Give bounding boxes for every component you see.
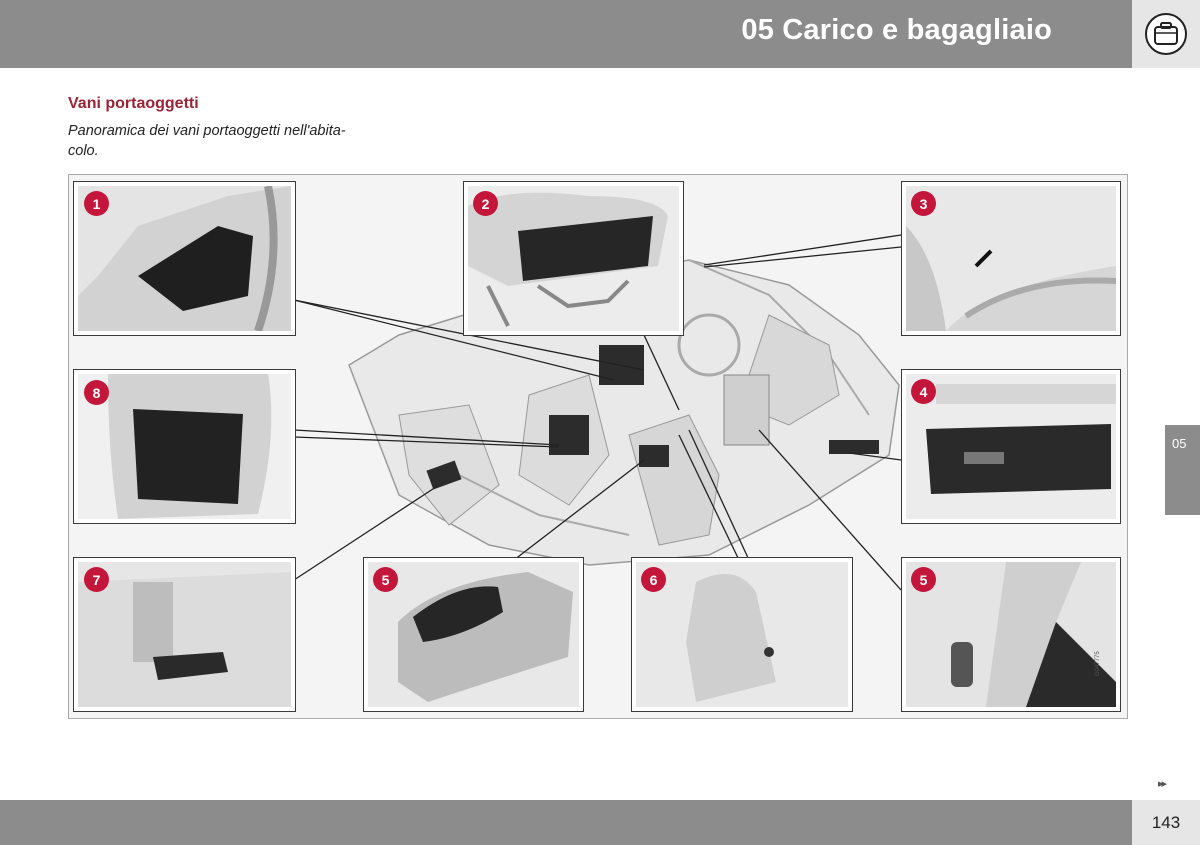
next-page-indicator: ▸▸: [1158, 778, 1167, 790]
front-armrest-illustration: [368, 562, 579, 707]
panel-glovebox: [901, 369, 1121, 524]
suitcase-icon: [1145, 13, 1187, 55]
seat-side-illustration: [636, 562, 848, 707]
storage-overview-figure: 1 2 3 8: [68, 174, 1128, 719]
badge-3: 3: [911, 191, 936, 216]
panel-seat-side: [631, 557, 853, 712]
badge-7: 7: [84, 567, 109, 592]
seat-pocket-illustration: [468, 186, 679, 331]
chapter-tab-label: 05: [1172, 436, 1187, 451]
panel-front-armrest: [363, 557, 584, 712]
car-interior-illustration: [348, 259, 900, 566]
badge-8: 8: [84, 380, 109, 405]
panel-ticket-holder: [901, 181, 1121, 336]
chapter-icon-box: [1132, 0, 1200, 68]
rear-armrest-illustration: [78, 562, 291, 707]
panel-rear-armrest: [73, 557, 296, 712]
badge-1: 1: [84, 191, 109, 216]
badge-4: 4: [911, 379, 936, 404]
leader-lines: [293, 234, 902, 591]
section-title: Vani portaoggetti: [68, 95, 199, 112]
figure-code: G047775: [1095, 651, 1101, 676]
footer-bar: [0, 800, 1132, 845]
header-bar: 05 Carico e bagagliaio: [0, 0, 1132, 68]
seat-back-pocket-illustration: [78, 374, 291, 519]
badge-5-armrest: 5: [373, 567, 398, 592]
door-pocket-illustration: [78, 186, 291, 331]
panel-center-console: [901, 557, 1121, 712]
chapter-title: 05 Carico e bagagliaio: [741, 14, 1052, 46]
glovebox-illustration: [906, 374, 1116, 519]
page-number: 143: [1132, 800, 1200, 845]
badge-2: 2: [473, 191, 498, 216]
badge-6: 6: [641, 567, 666, 592]
panel-seat-back-pocket: [73, 369, 296, 524]
chapter-tab: [1165, 425, 1200, 515]
panel-door-pocket: [73, 181, 296, 336]
panel-seat-front-pocket: [463, 181, 684, 336]
intro-text: Panoramica dei vani portaoggetti nell'ab…: [68, 123, 346, 159]
ticket-holder-illustration: [906, 186, 1116, 331]
center-console-illustration: [906, 562, 1116, 707]
badge-5-console: 5: [911, 567, 936, 592]
